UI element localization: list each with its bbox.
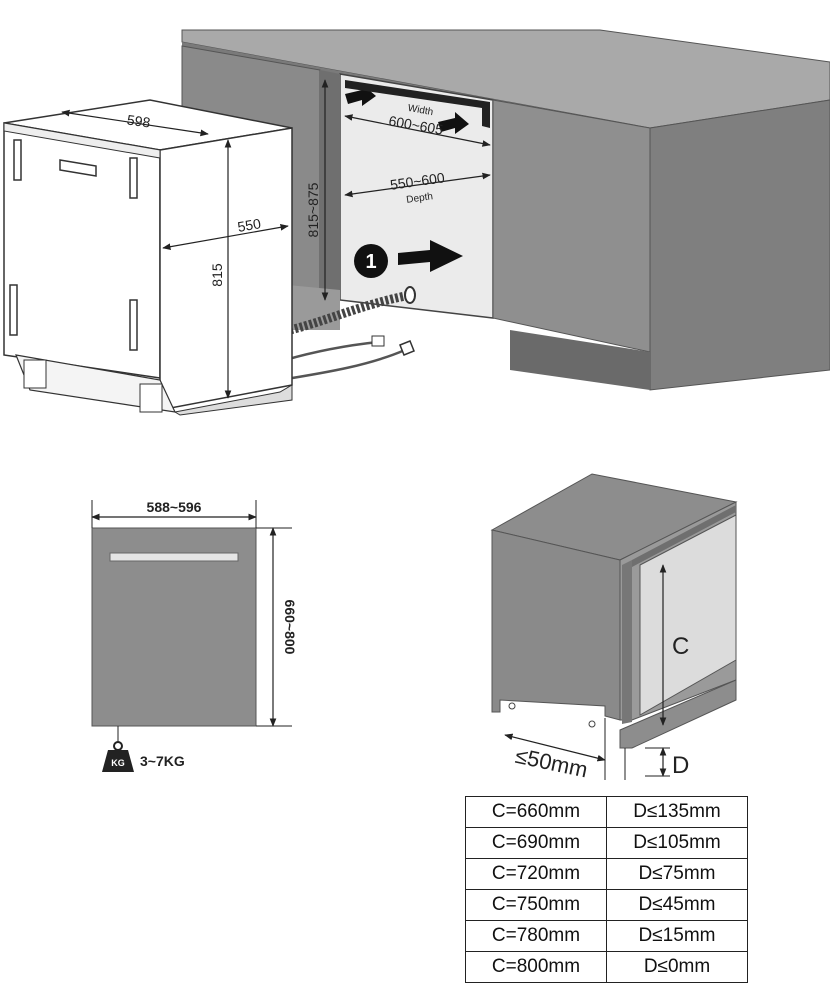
niche-depth-value: 550~600	[389, 169, 446, 193]
push-direction-arrow-icon	[398, 240, 463, 272]
niche-width-caption: Width	[407, 103, 434, 118]
step-badge	[354, 244, 388, 278]
spec-table: C=660mm D≤135mm C=690mm D≤105mm C=720mm …	[465, 796, 748, 983]
plinth-c-label: C	[672, 633, 689, 660]
step-number: 1	[365, 251, 376, 273]
weight-badge-label: KG	[111, 758, 125, 768]
appliance-dimensions	[61, 109, 289, 399]
d-cell: D≤105mm	[606, 827, 748, 859]
c-cell: C=720mm	[465, 858, 607, 890]
d-cell: D≤15mm	[606, 920, 748, 952]
table-row: C=690mm D≤105mm	[465, 827, 748, 859]
niche-dimensions	[321, 79, 491, 301]
d-cell: D≤75mm	[606, 858, 748, 890]
dishwasher-unit	[3, 99, 293, 416]
table-row: C=660mm D≤135mm	[465, 796, 748, 828]
hoses-and-cables	[279, 286, 416, 382]
door-panel-diagram	[91, 500, 292, 742]
c-cell: C=750mm	[465, 889, 607, 921]
spec-table-body: C=660mm D≤135mm C=690mm D≤105mm C=720mm …	[465, 796, 748, 983]
appliance-depth-label: 550	[236, 215, 262, 235]
plinth-gap-label: ≤50mm	[513, 743, 590, 783]
appliance-height-label: 815	[209, 263, 225, 287]
door-width-label: 588~596	[147, 499, 202, 515]
door-weight-label: 3~7KG	[140, 753, 185, 769]
plug-icon	[399, 340, 415, 356]
table-row: C=720mm D≤75mm	[465, 858, 748, 890]
d-cell: D≤0mm	[606, 951, 748, 983]
niche-height-label: 815~875	[305, 182, 321, 237]
c-cell: C=800mm	[465, 951, 607, 983]
table-row: C=750mm D≤45mm	[465, 889, 748, 921]
niche-depth-caption: Depth	[406, 191, 434, 206]
c-cell: C=660mm	[465, 796, 607, 828]
c-cell: C=780mm	[465, 920, 607, 952]
door-handle	[109, 552, 239, 562]
door-height-label: 660~800	[282, 600, 298, 655]
step-indicator: 1	[354, 240, 463, 278]
table-row: C=800mm D≤0mm	[465, 951, 748, 983]
d-cell: D≤45mm	[606, 889, 748, 921]
plinth-d-label: D	[672, 752, 689, 779]
d-cell: D≤135mm	[606, 796, 748, 828]
table-row: C=780mm D≤15mm	[465, 920, 748, 952]
plinth-diagram	[490, 473, 738, 780]
c-cell: C=690mm	[465, 827, 607, 859]
weight-icon	[102, 741, 134, 772]
appliance-width-label: 598	[126, 112, 152, 131]
right-width-arrow-icon	[438, 112, 469, 134]
